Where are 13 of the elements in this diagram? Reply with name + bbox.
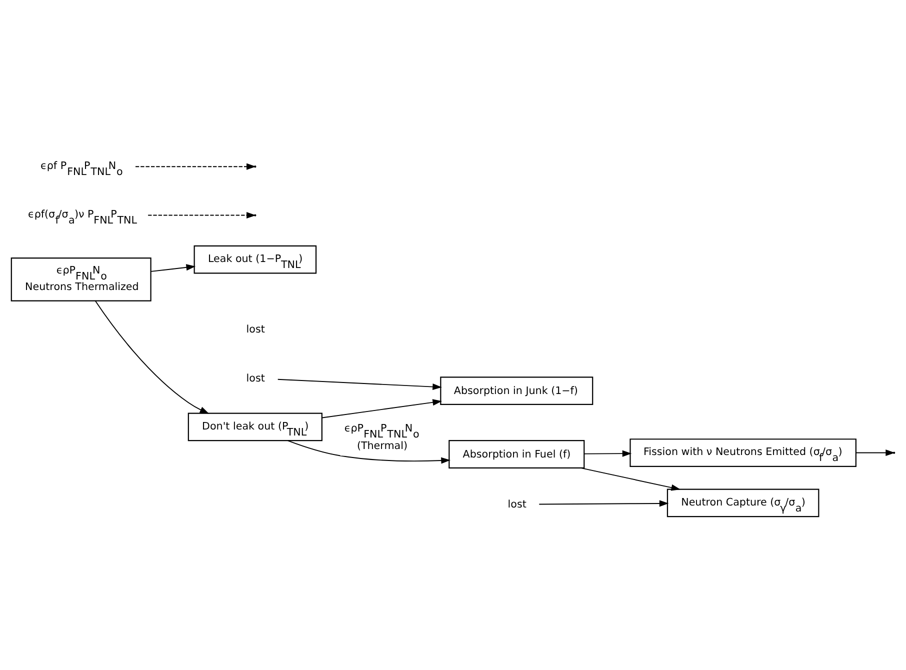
- arrow: [287, 440, 450, 464]
- arrow: [94, 300, 210, 414]
- arrow: [277, 378, 442, 390]
- arrow: [150, 264, 196, 272]
- arrow: [538, 500, 669, 506]
- node-text: lost: [246, 372, 265, 384]
- label: lost: [246, 323, 265, 336]
- arrow: [580, 466, 681, 490]
- node-text: lost: [508, 498, 526, 510]
- node-box: Absorption in Junk (1−f): [440, 376, 594, 405]
- arrow: [584, 450, 632, 456]
- arrow: [322, 398, 442, 418]
- node-box: Absorption in Fuel (f): [448, 440, 585, 468]
